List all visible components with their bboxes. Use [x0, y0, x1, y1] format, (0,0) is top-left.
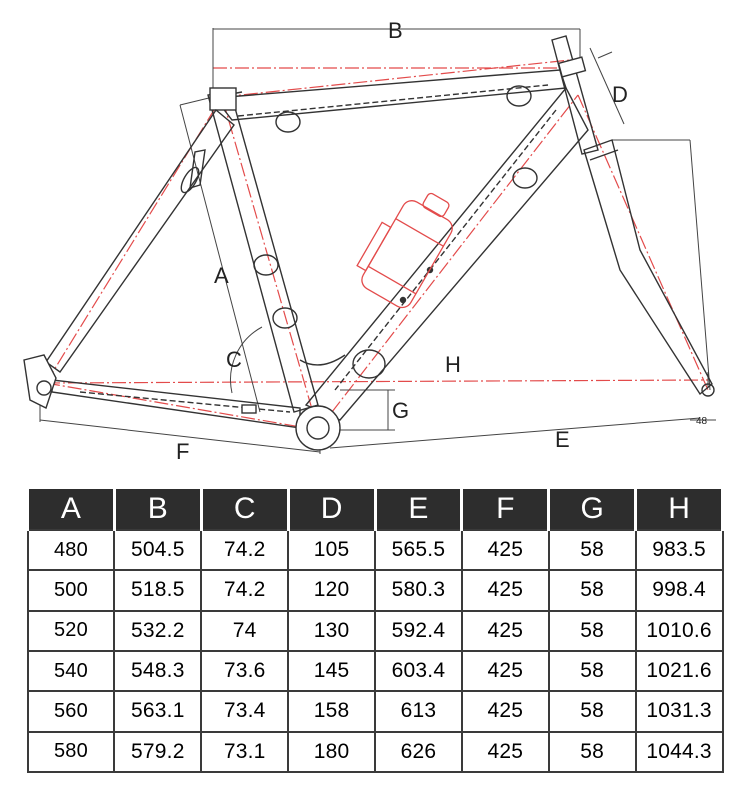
- table-cell: 74.2: [200, 528, 290, 572]
- header-d: D: [286, 489, 377, 530]
- header-e: E: [373, 489, 464, 530]
- table-cell: 520: [26, 609, 116, 652]
- header-f: F: [460, 489, 551, 530]
- label-fork-small: 48: [696, 416, 708, 427]
- label-d: D: [612, 82, 628, 107]
- table-cell: 532.2: [113, 609, 203, 652]
- table-row: 480 504.5 74.2 105 565.5 425 58 983.5: [26, 528, 724, 572]
- table-cell: 580: [26, 730, 116, 774]
- table-cell: 504.5: [113, 528, 203, 572]
- table-cell: 425: [460, 649, 550, 693]
- table-cell: 480: [26, 528, 116, 572]
- label-h: H: [445, 352, 461, 377]
- header-c: C: [199, 489, 290, 530]
- table-cell: 73.1: [200, 730, 290, 774]
- header-h: H: [634, 489, 724, 530]
- table-cell: 145: [287, 649, 376, 693]
- table-cell: 540: [26, 649, 116, 693]
- table-row: 500 518.5 74.2 120 580.3 425 58 998.4: [26, 569, 724, 612]
- table-cell: 74.2: [200, 569, 290, 612]
- table-cell: 425: [460, 609, 550, 652]
- table-row: 520 532.2 74 130 592.4 425 58 1010.6: [26, 609, 724, 652]
- table-row: 580 579.2 73.1 180 626 425 58 1044.3: [26, 730, 724, 774]
- table-cell: 563.1: [113, 690, 203, 733]
- table-cell: 983.5: [634, 528, 724, 572]
- frame-geometry-diagram: B D A C H G E F 48: [23, 18, 716, 464]
- table-cell: 1021.6: [634, 649, 724, 693]
- water-bottle: [356, 192, 453, 309]
- table-cell: 158: [287, 690, 376, 733]
- table-cell: 565.5: [374, 528, 463, 572]
- table-cell: 180: [287, 730, 376, 774]
- table-cell: 603.4: [374, 649, 463, 693]
- table-cell: 518.5: [113, 569, 203, 612]
- table-cell: 548.3: [113, 649, 203, 693]
- table-cell: 425: [460, 730, 550, 774]
- table-cell: 579.2: [113, 730, 203, 774]
- header-a: A: [26, 489, 116, 530]
- table-cell: 1010.6: [634, 609, 724, 652]
- label-a: A: [214, 263, 229, 288]
- table-cell: 130: [287, 609, 376, 652]
- table-cell: 998.4: [634, 569, 724, 612]
- table-cell: 580.3: [374, 569, 463, 612]
- table-cell: 1031.3: [634, 690, 724, 733]
- table-cell: 1044.3: [634, 730, 724, 774]
- table-cell: 425: [460, 569, 550, 612]
- table-cell: 74: [200, 609, 290, 652]
- table-cell: 58: [547, 609, 637, 652]
- table-header-row: A B C D E F G H: [26, 489, 724, 530]
- table-row: 540 548.3 73.6 145 603.4 425 58 1021.6: [26, 649, 724, 693]
- table-cell: 58: [547, 569, 637, 612]
- table-cell: 120: [287, 569, 376, 612]
- geometry-table: A B C D E F G H 480 504.5 74.2 105 565.5…: [26, 489, 724, 774]
- table-cell: 592.4: [374, 609, 463, 652]
- table-cell: 500: [26, 569, 116, 612]
- table-cell: 425: [460, 690, 550, 733]
- table-cell: 58: [547, 649, 637, 693]
- label-g: G: [392, 398, 409, 423]
- table-cell: 58: [547, 730, 637, 774]
- table-cell: 58: [547, 528, 637, 572]
- frame-tubes: [23, 35, 715, 451]
- reference-lines: [45, 59, 709, 431]
- table-cell: 626: [374, 730, 463, 774]
- table-cell: 105: [287, 528, 376, 572]
- label-b: B: [388, 18, 403, 43]
- table-cell: 73.6: [200, 649, 290, 693]
- header-b: B: [112, 489, 203, 530]
- table-cell: 613: [374, 690, 463, 733]
- table-cell: 560: [26, 690, 116, 733]
- table-cell: 73.4: [200, 690, 290, 733]
- table-row: 560 563.1 73.4 158 613 425 58 1031.3: [26, 690, 724, 733]
- table-cell: 425: [460, 528, 550, 572]
- label-e: E: [555, 427, 570, 452]
- label-f: F: [176, 439, 189, 464]
- dimension-labels: B D A C H G E F 48: [176, 18, 708, 464]
- header-g: G: [547, 489, 638, 530]
- label-c: C: [226, 347, 242, 372]
- table-cell: 58: [547, 690, 637, 733]
